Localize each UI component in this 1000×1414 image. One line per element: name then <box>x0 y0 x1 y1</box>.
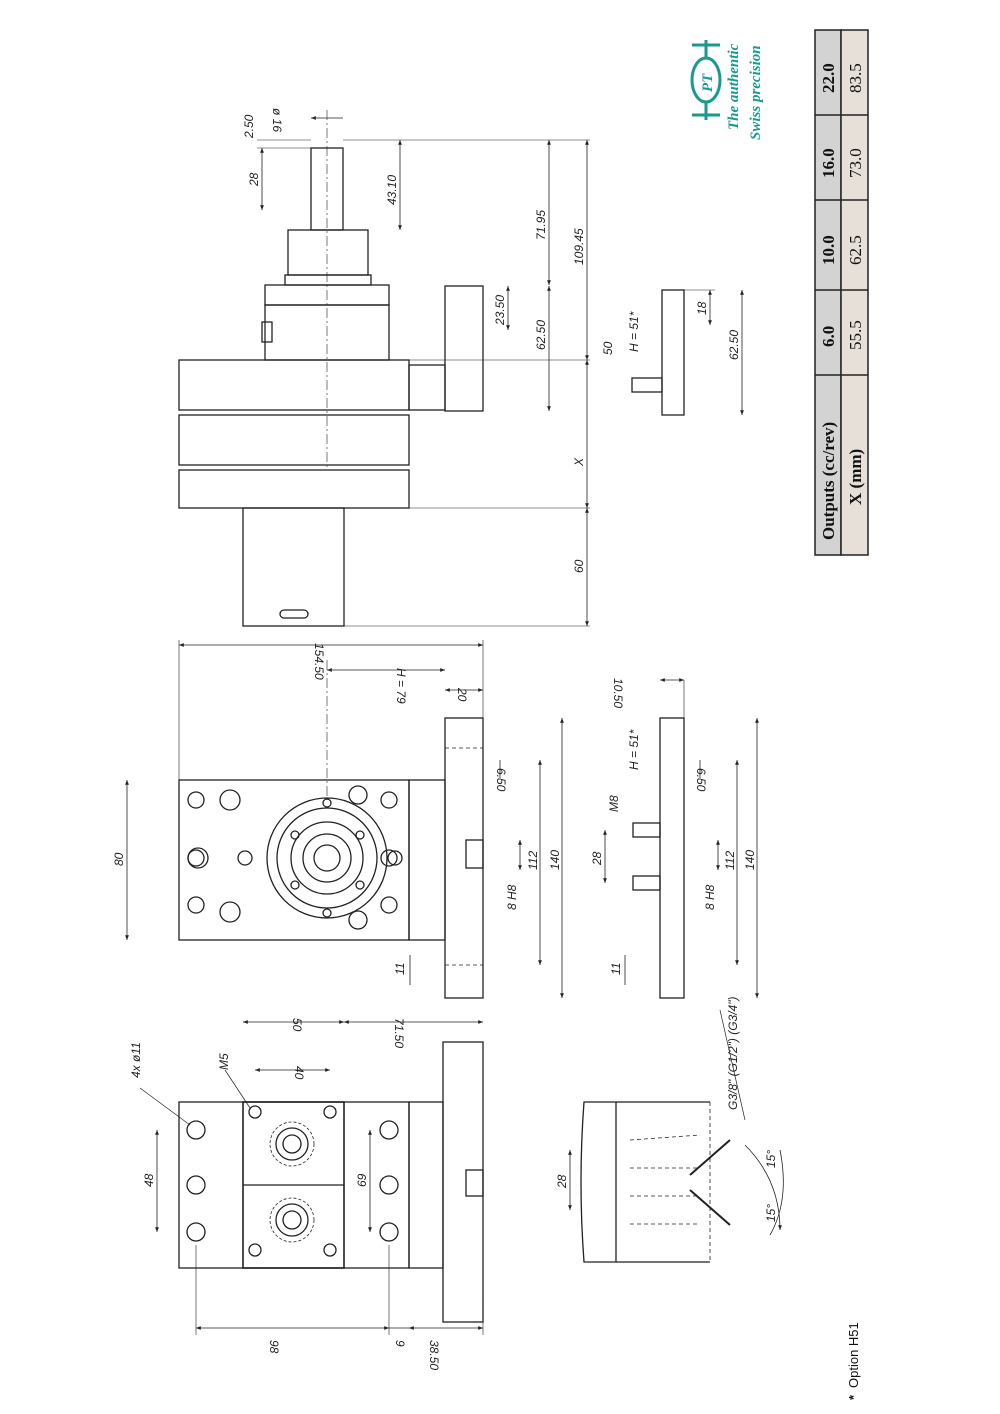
x-55-5: 55.5 <box>846 320 865 350</box>
dim-48: 48 <box>142 1173 156 1187</box>
dim-6-50-a: 6.50 <box>494 768 508 792</box>
dim-69: 69 <box>355 1173 369 1187</box>
dim-9: 9 <box>393 1340 407 1347</box>
dim-154-50: 154.50 <box>312 643 326 680</box>
dim-98: 98 <box>267 1340 281 1354</box>
table-header-label: Outputs (cc/rev) <box>819 422 838 540</box>
dim-109-45: 109.45 <box>572 228 586 265</box>
dim-112-a: 112 <box>526 851 540 870</box>
logo-line-1: The authentic <box>726 43 742 130</box>
dim-20: 20 <box>455 687 469 702</box>
logo-line-2: Swiss precision <box>748 45 764 140</box>
dim-140-a: 140 <box>548 850 562 870</box>
dim-23-50: 23.50 <box>493 295 507 326</box>
output-22-0: 22.0 <box>819 63 838 93</box>
dim-18: 18 <box>695 301 709 315</box>
output-6-0: 6.0 <box>819 326 838 347</box>
dim-16: ø 16 <box>270 108 284 132</box>
x-83-5: 83.5 <box>846 63 865 93</box>
dim-11-b: 11 <box>609 963 623 975</box>
dim-28-plate: 28 <box>590 851 604 866</box>
dim-50-bottom: 50 <box>290 1018 304 1032</box>
dim-62-50-b: 62.50 <box>727 330 741 360</box>
dim-m5: M5 <box>217 1053 231 1070</box>
dim-62-50-a: 62.50 <box>534 320 548 350</box>
dim-h51-b: H = 51* <box>627 311 641 352</box>
bottom-view <box>139 1020 484 1335</box>
dim-4x-11: 4x ø11 <box>129 1042 143 1078</box>
dim-43-10: 43.10 <box>385 175 399 205</box>
dim-71-50: 71.50 <box>392 1018 406 1048</box>
dim-m8: M8 <box>607 795 621 812</box>
dim-71-95: 71.95 <box>534 210 548 240</box>
outputs-table: Outputs (cc/rev) X (mm) 6.0 10.0 16.0 22… <box>814 29 869 556</box>
dim-port-thread: G3/8" (G1/2") (G3/4") <box>726 997 740 1110</box>
dim-15-deg-b: 15° <box>764 1204 778 1222</box>
dim-38-50: 38.50 <box>427 1340 441 1370</box>
table-row-label: X (mm) <box>846 449 865 505</box>
dim-140-b: 140 <box>743 850 757 870</box>
side-view <box>178 110 590 627</box>
x-73-0: 73.0 <box>846 148 865 178</box>
dim-40: 40 <box>292 1066 306 1080</box>
x-62-5: 62.5 <box>846 235 865 265</box>
dim-112-b: 112 <box>723 851 737 870</box>
footnote-text: Option H51 <box>846 1322 861 1388</box>
dim-60: 60 <box>572 559 586 573</box>
output-16-0: 16.0 <box>819 148 838 178</box>
dim-x: X <box>572 457 586 467</box>
footnote: * Option H51 <box>846 1322 861 1400</box>
dim-h79: H = 79 <box>394 668 408 704</box>
dim-h51-a: H = 51* <box>627 729 641 770</box>
dim-8h8-b: 8 H8 <box>703 884 717 910</box>
dim-6-50-b: 6.50 <box>694 768 708 792</box>
port-section-view <box>568 1009 784 1263</box>
dim-80: 80 <box>112 852 126 866</box>
dim-28-shaft: 28 <box>247 172 261 187</box>
dim-10-50: 10.50 <box>611 678 625 708</box>
footnote-star: * <box>846 1394 861 1400</box>
front-view <box>125 640 564 999</box>
logo-mark: PT <box>700 73 716 92</box>
dim-15-deg-a: 15° <box>764 1150 778 1168</box>
dim-11-a: 11 <box>393 963 407 975</box>
dim-28-section: 28 <box>555 1174 569 1189</box>
dim-50-side: 50 <box>601 341 615 355</box>
brand-logo: PT The authentic Swiss precision <box>690 40 764 140</box>
output-10-0: 10.0 <box>819 235 838 265</box>
dim-2-50: 2.50 <box>242 114 256 139</box>
dim-8h8-a: 8 H8 <box>505 884 519 910</box>
pt-logo-icon <box>690 40 722 120</box>
option-plate-front <box>603 678 759 999</box>
option-plate-side <box>631 289 744 416</box>
